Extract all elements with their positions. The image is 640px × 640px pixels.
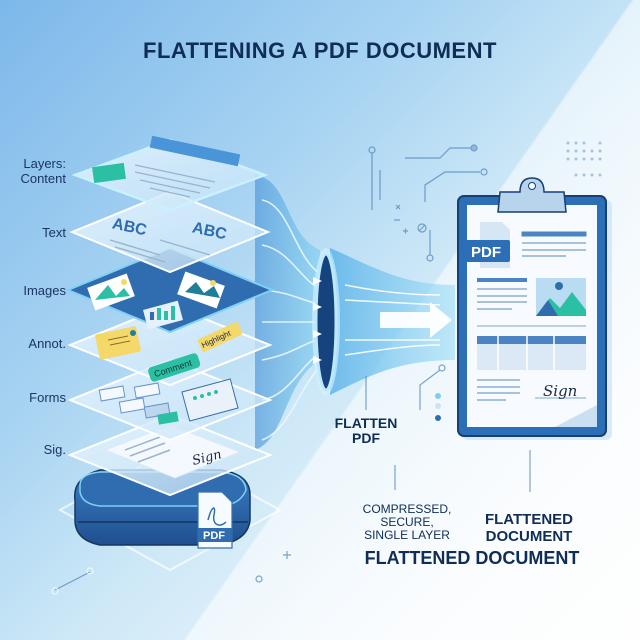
funnel-output-stream: [330, 248, 455, 395]
feature-single-layer: SINGLE LAYER: [364, 528, 450, 543]
page-curl-icon: [555, 405, 597, 427]
highlight-tag: [197, 322, 243, 352]
layer-label-annot: Annot.: [28, 336, 66, 351]
layer-text: ABC ABC: [69, 190, 271, 274]
flatten-pdf-line2: PDF: [352, 430, 380, 447]
image-icon-1: [87, 273, 135, 311]
feature-compressed: COMPRESSED,: [362, 502, 452, 516]
layer-label-forms: Forms: [29, 390, 66, 405]
image-icon-2: [177, 271, 225, 309]
feature-secure: SECURE,: [380, 515, 434, 530]
bar-chart-icon: [143, 300, 183, 330]
pdf-file-icon: PDF: [466, 222, 510, 268]
layer-images: [65, 246, 275, 334]
comment-tag: [148, 353, 201, 382]
flatten-pdf-line1: FLATTEN: [334, 415, 398, 431]
doc-signature: Sign: [543, 382, 577, 400]
layer-label-content: Layers: Content: [2, 156, 66, 186]
flattened-document-label: FLATTENED DOCUMENT: [470, 511, 588, 545]
layer-label-sig: Sig.: [43, 442, 66, 457]
layer-label-images: Images: [23, 283, 66, 298]
flatten-pdf-label: FLATTEN PDF: [318, 415, 414, 447]
base-pdf-badge-text: PDF: [203, 530, 225, 542]
funnel-icon: [312, 248, 340, 396]
big-arrow-icon: [380, 302, 452, 338]
dot-grid-decor: [566, 141, 602, 177]
abc-glyph-1: ABC: [111, 215, 149, 239]
clipboard-document: PDF Sign: [457, 177, 612, 440]
circuit-decor: [51, 144, 531, 595]
status-dots: [435, 393, 441, 421]
flattened-document-title: FLATTENED DOCUMENT: [364, 548, 580, 568]
flattened-document-line2: DOCUMENT: [485, 527, 573, 545]
doc-pdf-badge-text: PDF: [471, 244, 501, 261]
result-features-caption: COMPRESSED, SECURE, SINGLE LAYER: [348, 502, 466, 543]
layer-content: [71, 135, 269, 212]
abc-glyph-2: ABC: [191, 219, 229, 243]
clipboard-clip-icon: [497, 177, 567, 213]
flattened-document-line1: FLATTENED: [484, 511, 574, 528]
layer-forms: [67, 358, 273, 442]
doc-table: [477, 336, 586, 370]
page-title: FLATTENING A PDF DOCUMENT: [143, 38, 497, 63]
base-pdf-file-icon: PDF: [197, 491, 233, 549]
flow-stream: [255, 175, 323, 450]
layer-signature: Sign: [191, 447, 224, 469]
acrobat-icon: [207, 507, 227, 526]
layer-label-text: Text: [42, 225, 66, 240]
layer-sig: [67, 413, 273, 497]
layer-label-content-line2: Content: [20, 171, 66, 186]
layer-label-content-line1: Layers:: [23, 156, 66, 171]
image-icon-doc: [536, 278, 586, 316]
